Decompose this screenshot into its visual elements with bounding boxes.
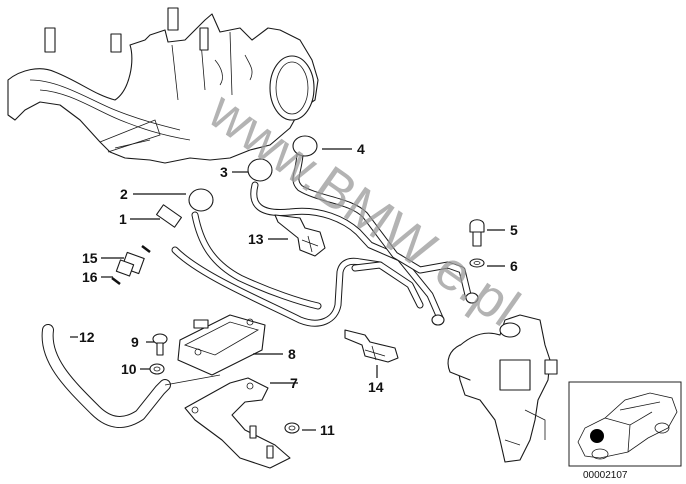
callout-6[interactable]: 6 (510, 258, 518, 274)
location-marker-icon (590, 429, 604, 443)
hose-12 (41, 324, 221, 428)
diagram-code: 00002107 (583, 470, 628, 481)
callout-7[interactable]: 7 (290, 375, 298, 391)
intake-manifold (7, 7, 319, 164)
callout-8[interactable]: 8 (288, 346, 296, 362)
callout-16[interactable]: 16 (82, 269, 98, 285)
hose-assembly (171, 151, 472, 327)
fasteners (149, 333, 300, 434)
callout-4[interactable]: 4 (357, 141, 365, 157)
callout-leaders (70, 148, 505, 431)
callout-11[interactable]: 11 (320, 422, 335, 438)
callout-13[interactable]: 13 (248, 231, 264, 247)
callout-1[interactable]: 1 (119, 211, 127, 227)
callout-9[interactable]: 9 (131, 334, 139, 350)
bracket-13 (274, 214, 326, 257)
control-unit-8 (177, 314, 266, 376)
callouts: 1 2 3 4 5 6 7 8 9 10 11 12 13 14 15 16 (79, 141, 518, 438)
connector-caps (155, 135, 479, 326)
air-pump (447, 314, 558, 463)
callout-3[interactable]: 3 (220, 164, 228, 180)
callout-14[interactable]: 14 (368, 379, 384, 395)
car-outline-icon (577, 392, 678, 460)
fitting-and-seal (111, 245, 151, 285)
callout-2[interactable]: 2 (120, 186, 128, 202)
bracket-7 (184, 377, 291, 469)
watermark: www.BMW e.pl (197, 80, 530, 338)
callout-10[interactable]: 10 (121, 361, 137, 377)
callout-5[interactable]: 5 (510, 222, 518, 238)
callout-15[interactable]: 15 (82, 250, 98, 266)
location-inset: 00002107 (568, 381, 682, 481)
bolt-and-washer (469, 219, 485, 268)
callout-12[interactable]: 12 (79, 329, 95, 345)
bracket-14 (344, 329, 399, 363)
